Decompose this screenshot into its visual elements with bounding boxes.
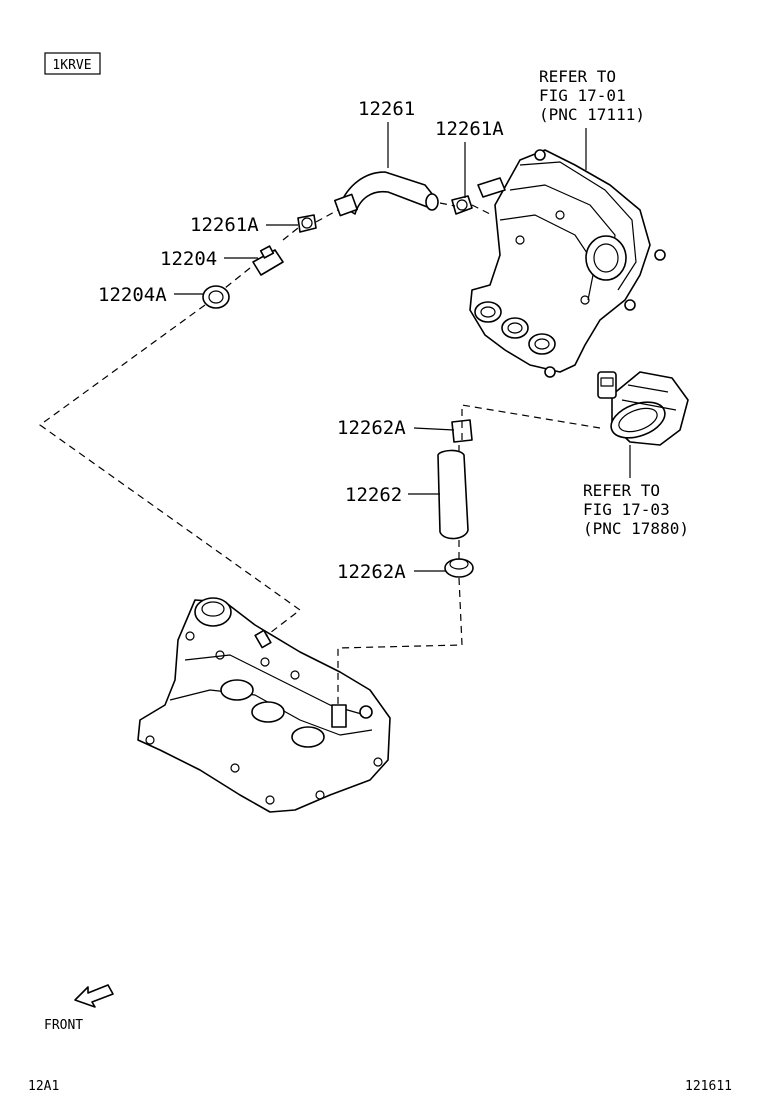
refer-intake-line3: (PNC 17111) xyxy=(539,105,645,124)
clamp-12262A-bottom xyxy=(444,558,474,578)
leader-lines xyxy=(174,122,631,572)
refer-intake-line1: REFER TO xyxy=(539,67,616,86)
footer-left-code: 12A1 xyxy=(28,1079,59,1094)
cylinder-head-cover xyxy=(137,597,391,813)
air-intake-connector xyxy=(597,371,689,446)
label-12262A-top: 12262A xyxy=(337,417,406,439)
label-12261A-top: 12261A xyxy=(435,118,504,140)
front-label: FRONT xyxy=(44,1018,83,1033)
front-arrow-icon xyxy=(74,984,114,1008)
pcv-hose-12261 xyxy=(334,171,439,217)
engine-code-label: 1KRVE xyxy=(52,58,91,73)
label-12261: 12261 xyxy=(358,98,415,120)
pcv-valve-12204 xyxy=(252,245,284,276)
refer-intake-manifold-note: REFER TO FIG 17-01 (PNC 17111) xyxy=(539,67,645,124)
front-direction-indicator: FRONT xyxy=(44,984,114,1033)
intake-manifold xyxy=(469,149,666,378)
clamp-12261A-left xyxy=(297,214,317,233)
refer-air-line3: (PNC 17880) xyxy=(583,519,689,538)
label-12204: 12204 xyxy=(160,248,217,270)
label-12262: 12262 xyxy=(345,484,402,506)
refer-intake-line2: FIG 17-01 xyxy=(539,86,626,105)
label-12204A: 12204A xyxy=(98,284,167,306)
footer-right-code: 121611 xyxy=(685,1079,732,1094)
clamp-12261A-top xyxy=(451,195,473,215)
engine-code-box: 1KRVE xyxy=(44,52,101,75)
hose-12262 xyxy=(437,449,469,540)
label-12261A-left: 12261A xyxy=(190,214,259,236)
clamp-12262A-top xyxy=(451,419,473,443)
grommet-12204A xyxy=(202,285,230,309)
refer-air-line2: FIG 17-03 xyxy=(583,500,670,519)
dashed-connection-lines xyxy=(38,202,601,705)
label-12262A-bottom: 12262A xyxy=(337,561,406,583)
refer-air-connector-note: REFER TO FIG 17-03 (PNC 17880) xyxy=(583,481,689,538)
refer-air-line1: REFER TO xyxy=(583,481,660,500)
